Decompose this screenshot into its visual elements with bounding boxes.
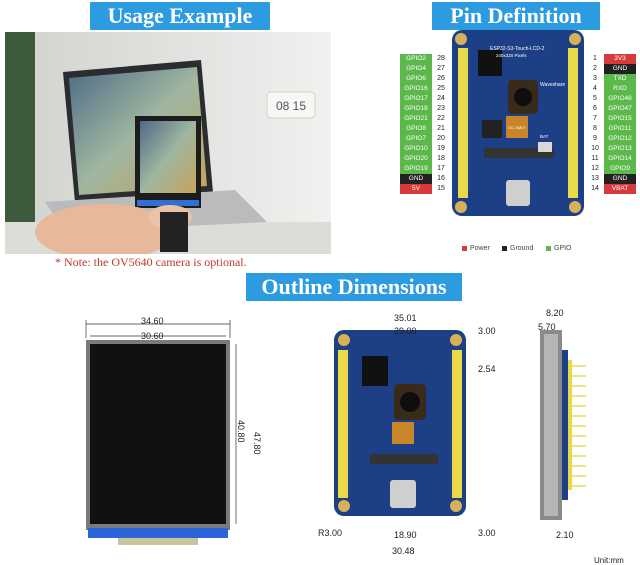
lcd-inner-width: 30.60 bbox=[141, 331, 164, 341]
pin-number-left: 19 bbox=[437, 145, 445, 152]
pin-number-left: 16 bbox=[437, 175, 445, 182]
lcd-outer-width: 34.60 bbox=[141, 316, 164, 326]
pin-number-right: 2 bbox=[593, 65, 597, 72]
pin-label-right: GPIO13 bbox=[604, 144, 636, 154]
board-label: ESP32-S3-Touch-LCD-2 bbox=[490, 46, 545, 52]
board-outline-illustration bbox=[334, 330, 466, 516]
pin-number-right: 5 bbox=[593, 95, 597, 102]
camera-note: * Note: the OV5640 camera is optional. bbox=[55, 255, 247, 269]
pin-definition-title: Pin Definition bbox=[432, 2, 600, 30]
pin-number-right: 1 bbox=[593, 55, 597, 62]
legend-swatch-ground bbox=[502, 246, 507, 251]
pin-label-left: GPIO18 bbox=[400, 104, 432, 114]
usage-photo: 08 15 bbox=[5, 32, 331, 254]
pin-label-left: GPIO17 bbox=[400, 94, 432, 104]
pin-number-right: 6 bbox=[593, 105, 597, 112]
board-width-top: 35.01 bbox=[394, 313, 417, 323]
pin-number-left: 17 bbox=[437, 165, 445, 172]
side-body: 5.70 bbox=[538, 322, 556, 332]
pin-label-right: VBAT bbox=[604, 184, 636, 194]
pin-label-right: GND bbox=[604, 174, 636, 184]
lcd-inner-height: 40.80 bbox=[236, 420, 246, 443]
pin-number-right: 9 bbox=[593, 135, 597, 142]
outline-dimensions-title: Outline Dimensions bbox=[246, 273, 462, 301]
board-bat-label: BAT bbox=[540, 134, 549, 139]
board-radius: R3.00 bbox=[318, 528, 343, 538]
pin-number-right: 12 bbox=[591, 165, 599, 172]
pin-label-left: 5V bbox=[400, 184, 432, 194]
pin-number-left: 28 bbox=[437, 55, 445, 62]
pin-label-right: 3V3 bbox=[604, 54, 636, 64]
pin-number-left: 22 bbox=[437, 115, 445, 122]
pin-label-left: GPIO16 bbox=[400, 84, 432, 94]
pin-label-left: GPIO4 bbox=[400, 64, 432, 74]
clock-display: 08 15 bbox=[276, 99, 306, 113]
pin-label-left: GPIO10 bbox=[400, 144, 432, 154]
pin-label-left: GPIO19 bbox=[400, 164, 432, 174]
board-camera-label: OC-SM07 bbox=[508, 125, 526, 130]
pin-label-left: GPIO21 bbox=[400, 114, 432, 124]
pin-number-left: 15 bbox=[437, 185, 445, 192]
legend-swatch-power bbox=[462, 246, 467, 251]
board-edge-offset: 3.00 bbox=[478, 326, 496, 336]
board-pin-pitch: 2.54 bbox=[478, 364, 496, 374]
pin-number-right: 7 bbox=[593, 115, 597, 122]
pin-board: ESP32-S3-Touch-LCD-2 240x320 Pixels Wave… bbox=[452, 30, 584, 216]
pin-label-left: GPIO8 bbox=[400, 124, 432, 134]
pin-number-left: 25 bbox=[437, 85, 445, 92]
pin-number-right: 4 bbox=[593, 85, 597, 92]
pin-number-right: 10 bbox=[591, 145, 599, 152]
board-bottom-width: 30.48 bbox=[392, 546, 415, 556]
usage-example-title: Usage Example bbox=[90, 2, 270, 30]
pin-label-right: GPIO15 bbox=[604, 114, 636, 124]
pin-label-right: GPIO14 bbox=[604, 154, 636, 164]
side-total: 8.20 bbox=[546, 308, 564, 318]
legend-swatch-gpio bbox=[546, 246, 551, 251]
pin-label-left: GND bbox=[400, 174, 432, 184]
pin-number-left: 23 bbox=[437, 105, 445, 112]
side-pin: 2.10 bbox=[556, 530, 574, 540]
legend-label-gpio: GPIO bbox=[554, 245, 572, 252]
pin-number-right: 14 bbox=[591, 185, 599, 192]
pin-label-right: GND bbox=[604, 64, 636, 74]
board-brand: Waveshare bbox=[540, 82, 566, 88]
side-view-illustration bbox=[540, 330, 586, 520]
pin-board-illustration bbox=[452, 30, 584, 216]
board-bottom-span: 18.90 bbox=[394, 530, 417, 540]
pin-number-right: 11 bbox=[591, 155, 599, 162]
pin-label-left: GPIO20 bbox=[400, 154, 432, 164]
lcd-outer-height: 47.80 bbox=[252, 432, 262, 455]
legend-label-power: Power bbox=[470, 245, 490, 252]
usage-photo-illustration: 08 15 bbox=[5, 32, 331, 254]
pin-number-right: 8 bbox=[593, 125, 597, 132]
pin-number-left: 27 bbox=[437, 65, 445, 72]
legend-label-ground: Ground bbox=[510, 245, 534, 252]
pin-label-right: GPIO47 bbox=[604, 104, 636, 114]
pin-label-right: TXD bbox=[604, 74, 636, 84]
pin-label-left: GPIO2 bbox=[400, 54, 432, 64]
pin-number-left: 26 bbox=[437, 75, 445, 82]
pin-label-right: GPIO11 bbox=[604, 124, 636, 134]
lcd-illustration bbox=[85, 320, 237, 545]
pin-label-right: GPIO9 bbox=[604, 164, 636, 174]
pin-number-left: 18 bbox=[437, 155, 445, 162]
pin-number-left: 20 bbox=[437, 135, 445, 142]
unit-label: Unit:mm bbox=[594, 556, 624, 565]
pin-number-right: 3 bbox=[593, 75, 597, 82]
pin-label-right: GPIO12 bbox=[604, 134, 636, 144]
pin-number-left: 24 bbox=[437, 95, 445, 102]
pin-number-right: 13 bbox=[591, 175, 599, 182]
board-sublabel: 240x320 Pixels bbox=[496, 53, 527, 58]
pin-label-left: GPIO7 bbox=[400, 134, 432, 144]
board-hole-span: 29.00 bbox=[394, 326, 417, 336]
pin-label-right: GPIO48 bbox=[604, 94, 636, 104]
board-bottom-offset: 3.00 bbox=[478, 528, 496, 538]
pin-label-right: RXD bbox=[604, 84, 636, 94]
pin-label-left: GPIO6 bbox=[400, 74, 432, 84]
pin-number-left: 21 bbox=[437, 125, 445, 132]
